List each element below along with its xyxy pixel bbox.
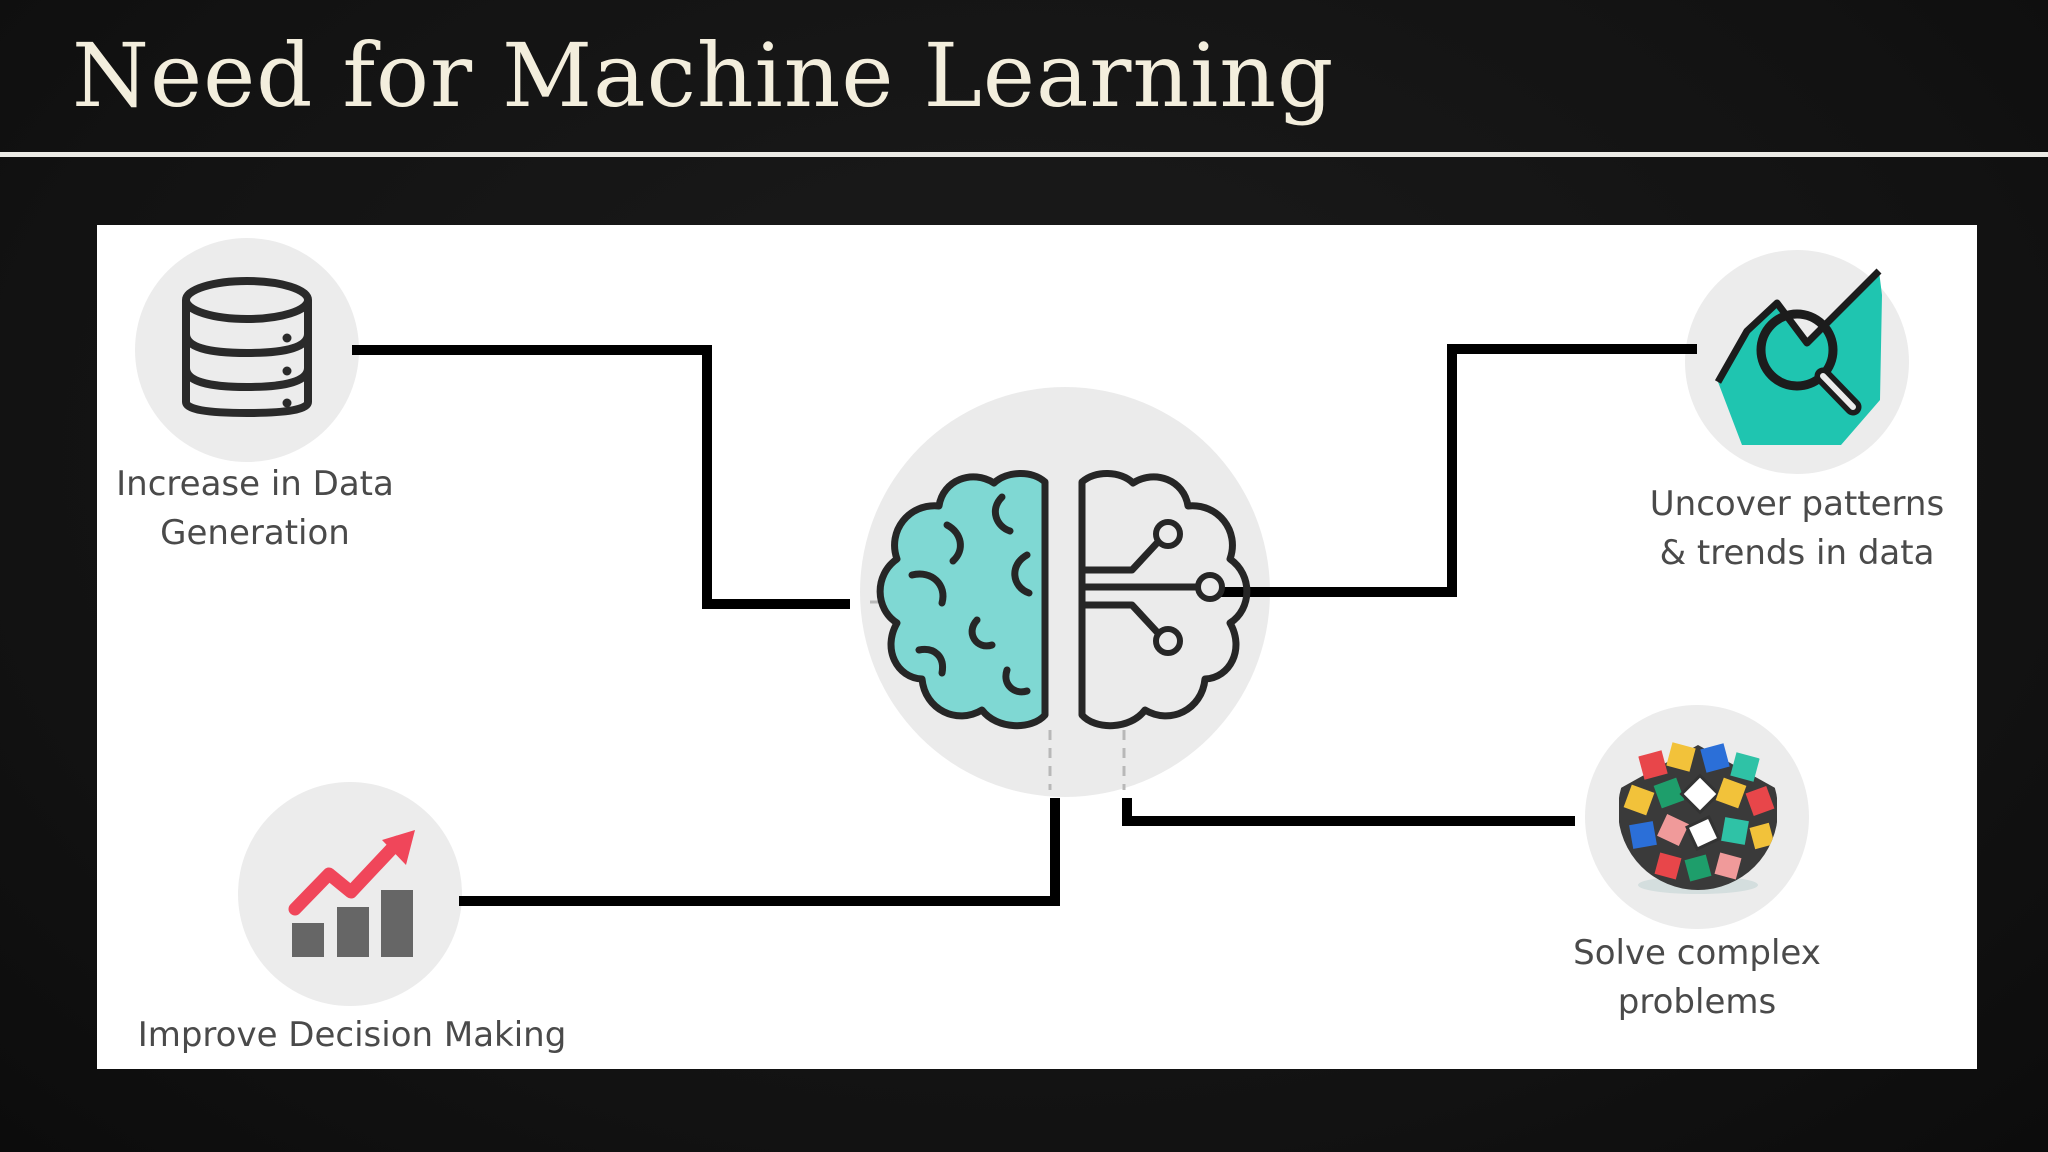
decision-label: Improve Decision Making (117, 1011, 587, 1060)
problems-label-line2: problems (1617, 982, 1777, 1022)
connector-decision (459, 798, 1060, 906)
database-icon (182, 277, 312, 418)
diagram-panel: Increase in Data Generation Uncover patt… (97, 225, 1977, 1069)
connector-problems (1122, 798, 1575, 826)
problems-label: Solve complex problems (1537, 929, 1857, 1027)
rubiks-cube-icon (1619, 742, 1777, 890)
connector-data (352, 345, 850, 609)
patterns-label-line1: Uncover patterns (1649, 484, 1945, 524)
growth-bar-chart-icon (288, 830, 415, 957)
data-generation-label-line1: Increase in Data (116, 464, 394, 504)
connector-patterns (1209, 344, 1697, 597)
slide-title: Need for Machine Learning (72, 24, 1335, 127)
magnifier-chart-icon (1714, 268, 1882, 445)
patterns-label: Uncover patterns & trends in data (1627, 480, 1967, 578)
problems-label-line1: Solve complex (1573, 933, 1821, 973)
decision-label-line1: Improve Decision Making (137, 1015, 567, 1055)
data-generation-label: Increase in Data Generation (97, 460, 413, 558)
connectors (352, 344, 1697, 906)
patterns-label-line2: & trends in data (1659, 533, 1935, 573)
title-divider (0, 152, 2048, 157)
data-generation-label-line2: Generation (160, 513, 350, 553)
brain-circuit-icon (876, 470, 1251, 730)
diagram-canvas (135, 238, 1909, 1006)
